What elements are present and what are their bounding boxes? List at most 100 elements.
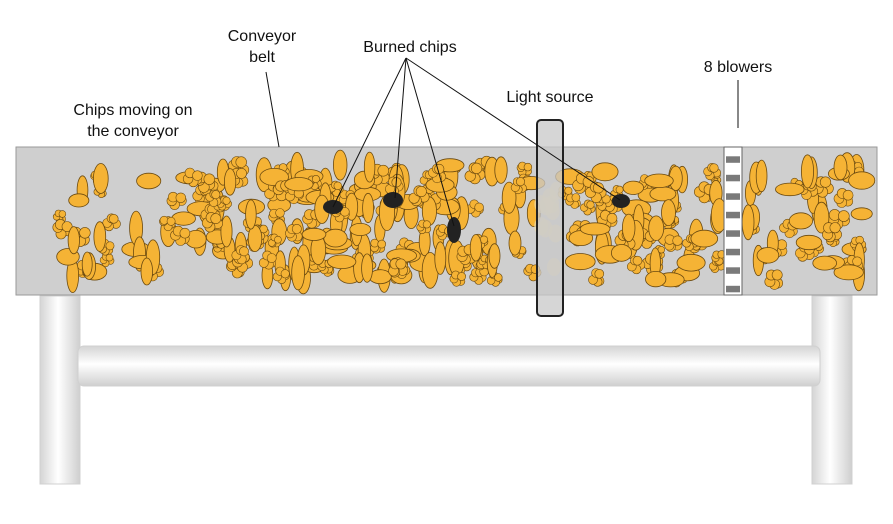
label-chips-moving-line2: the conveyor bbox=[87, 123, 179, 140]
chip bbox=[449, 270, 466, 287]
chip bbox=[588, 268, 605, 287]
chip bbox=[703, 163, 722, 181]
chip bbox=[565, 193, 581, 209]
chip bbox=[812, 255, 837, 271]
chip bbox=[516, 161, 533, 177]
blowers-group bbox=[723, 146, 743, 296]
chip bbox=[579, 222, 611, 236]
burned-chip bbox=[383, 192, 403, 208]
chip bbox=[370, 238, 387, 254]
chip bbox=[166, 191, 187, 211]
support-leg-right bbox=[811, 295, 853, 485]
chip bbox=[272, 266, 290, 284]
chip bbox=[469, 234, 482, 262]
chip bbox=[428, 163, 447, 184]
chip bbox=[267, 233, 282, 248]
chip bbox=[486, 270, 503, 287]
chip bbox=[795, 234, 823, 251]
blower-nozzle bbox=[726, 230, 740, 237]
chip bbox=[579, 199, 596, 216]
chip bbox=[812, 176, 834, 198]
chip bbox=[645, 270, 667, 288]
chip bbox=[510, 177, 527, 195]
chip bbox=[434, 241, 447, 275]
blower-nozzle bbox=[726, 267, 740, 274]
chip bbox=[822, 222, 842, 243]
light-source-bar bbox=[536, 119, 564, 317]
pointer-line-belt bbox=[265, 71, 280, 148]
chip bbox=[833, 188, 854, 208]
label-conveyor-belt-line2: belt bbox=[249, 49, 275, 66]
chip bbox=[285, 223, 303, 242]
chip bbox=[224, 168, 237, 196]
label-conveyor-belt-line1: Conveyor bbox=[227, 28, 297, 45]
chip bbox=[323, 228, 348, 248]
chip bbox=[833, 264, 864, 281]
chip bbox=[764, 269, 783, 290]
chip bbox=[644, 173, 674, 189]
chip bbox=[801, 154, 815, 189]
blower-nozzle bbox=[726, 211, 740, 219]
chip bbox=[788, 212, 814, 230]
label-chips-moving: Chips moving on the conveyor bbox=[48, 100, 218, 142]
chip bbox=[833, 154, 848, 181]
chip bbox=[362, 192, 375, 224]
chip bbox=[488, 243, 501, 269]
chip bbox=[81, 251, 93, 277]
chip bbox=[284, 177, 314, 192]
chip bbox=[68, 193, 90, 208]
chip bbox=[245, 199, 257, 230]
chip bbox=[564, 253, 596, 271]
pointer-line-burned-3 bbox=[405, 57, 455, 227]
blower-nozzle bbox=[726, 174, 740, 182]
chip bbox=[648, 215, 665, 241]
label-chips-moving-line1: Chips moving on bbox=[73, 102, 193, 119]
chip bbox=[626, 255, 646, 275]
burned-chip bbox=[447, 217, 461, 243]
chip bbox=[465, 199, 484, 218]
chip bbox=[508, 230, 522, 256]
chip bbox=[182, 167, 203, 188]
chip bbox=[756, 247, 780, 264]
chip bbox=[611, 244, 633, 262]
chip bbox=[136, 172, 162, 190]
chip bbox=[388, 258, 408, 278]
label-burned-chips: Burned chips bbox=[363, 39, 457, 56]
chip bbox=[201, 212, 223, 233]
chip bbox=[205, 189, 222, 208]
chip bbox=[349, 222, 372, 236]
chip bbox=[622, 180, 645, 195]
pointer-line-burned-2 bbox=[394, 57, 407, 199]
pointer-line-burned-4 bbox=[405, 57, 621, 201]
chip bbox=[664, 234, 683, 252]
chip bbox=[159, 215, 176, 232]
chip bbox=[99, 252, 115, 268]
chip bbox=[741, 204, 755, 241]
chip bbox=[850, 207, 873, 221]
chip bbox=[67, 226, 80, 255]
chip bbox=[693, 181, 715, 204]
label-conveyor-belt: Conveyor belt bbox=[212, 26, 312, 68]
chip bbox=[661, 199, 676, 227]
chip bbox=[247, 224, 263, 252]
label-blowers: 8 blowers bbox=[703, 59, 773, 76]
blower-nozzle bbox=[726, 248, 740, 256]
chip bbox=[93, 221, 107, 252]
chip bbox=[464, 162, 486, 185]
chip bbox=[416, 219, 432, 235]
chip bbox=[220, 215, 233, 248]
chip bbox=[775, 182, 805, 197]
chip bbox=[690, 229, 719, 248]
blower-nozzle bbox=[726, 156, 740, 163]
chip bbox=[93, 163, 109, 194]
chip bbox=[755, 159, 768, 193]
chip bbox=[333, 149, 348, 181]
chip bbox=[291, 255, 305, 291]
pointer-line-burned-1 bbox=[332, 57, 407, 208]
chip bbox=[363, 151, 376, 183]
chip bbox=[827, 209, 850, 230]
label-light-source: Light source bbox=[506, 89, 594, 106]
chip bbox=[140, 257, 154, 286]
chip bbox=[258, 250, 277, 270]
